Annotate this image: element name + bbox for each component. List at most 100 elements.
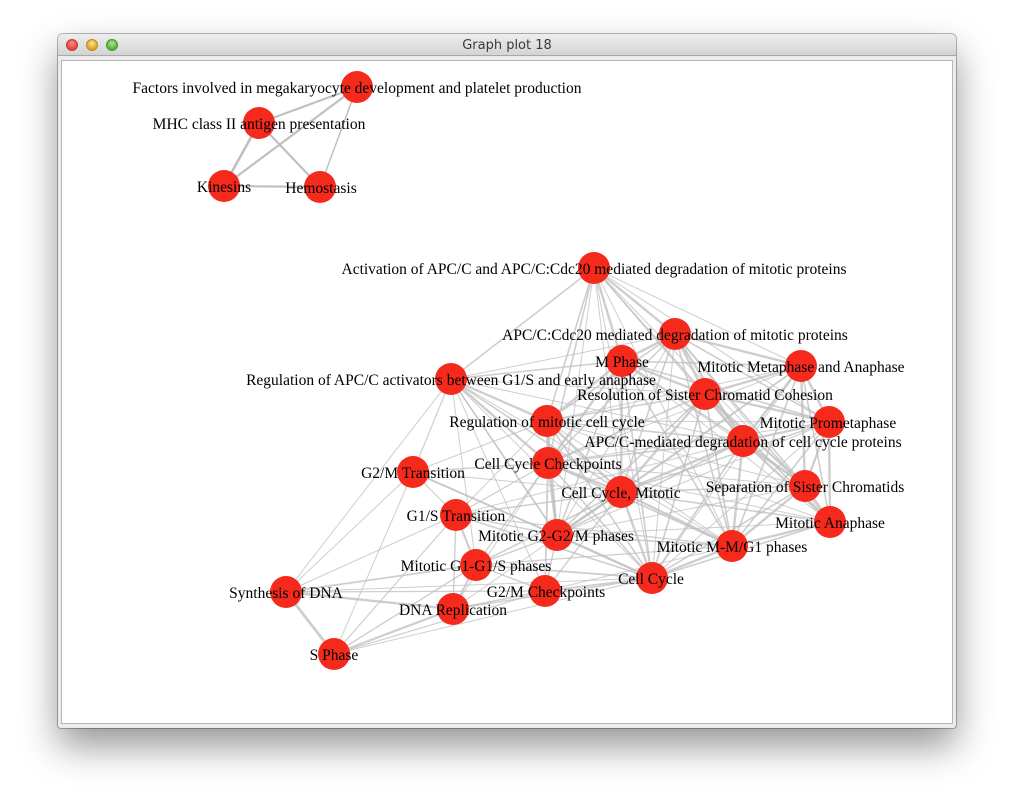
edge-apc_cdc20-separation [674, 333, 806, 487]
edge-g1s_transition-g2_g2m [455, 514, 558, 536]
edge-m_phase-cell_cycle [621, 360, 653, 579]
node-sister_cohesion[interactable] [689, 378, 721, 410]
edge-prometaphase-anaphase [827, 421, 832, 523]
edge-reg_mitotic-apc_mediated [546, 420, 744, 442]
edge-synthesis_dna-dna_replication [285, 590, 454, 611]
edge-metaphase_anaphase-sister_cohesion [704, 364, 802, 396]
node-cell_cycle[interactable] [636, 562, 668, 594]
edge-sister_cohesion-prometaphase [704, 392, 830, 424]
edge-checkpoints-anaphase [547, 462, 831, 523]
node-label-prometaphase: Mitotic Prometaphase [760, 415, 897, 432]
edge-reg_apc_activators-g2_g2m [450, 378, 558, 536]
edge-prometaphase-checkpoints [547, 421, 830, 464]
label-layer: Factors involved in megakaryocyte develo… [133, 80, 905, 664]
node-label-anaphase: Mitotic Anaphase [775, 515, 885, 532]
edge-reg_apc_activators-g1_g1s [450, 378, 477, 566]
node-reg_apc_activators[interactable] [435, 363, 467, 395]
edge-g1s_transition-reg_mitotic [455, 420, 548, 516]
node-g1s_transition[interactable] [440, 499, 472, 531]
edge-reg_apc_activators-g2m_checkpoints [450, 378, 546, 592]
node-kinesins[interactable] [208, 170, 240, 202]
edge-synthesis_dna-reg_apc_activators [285, 378, 452, 593]
edge-sister_cohesion-cc_mitotic [620, 393, 706, 493]
node-megakaryocyte[interactable] [341, 71, 373, 103]
node-label-checkpoints: Cell Cycle Checkpoints [474, 456, 621, 473]
node-label-dna_replication: DNA Replication [399, 602, 507, 619]
node-label-apc_activation: Activation of APC/C and APC/C:Cdc20 medi… [342, 261, 847, 278]
zoom-window-button[interactable] [106, 39, 118, 51]
edge-g1s_transition-cc_mitotic [455, 491, 622, 516]
node-apc_activation[interactable] [578, 252, 610, 284]
edge-prometaphase-cc_mitotic [620, 421, 830, 493]
node-s_phase[interactable] [318, 638, 350, 670]
edge-apc_mediated-checkpoints [547, 440, 744, 464]
edge-s_phase-g2m_transition [333, 471, 414, 655]
node-label-apc_mediated: APC/C-mediated degradation of cell cycle… [584, 434, 901, 451]
node-label-sister_cohesion: Resolution of Sister Chromatid Cohesion [577, 387, 833, 404]
node-label-m_m_g1: Mitotic M-M/G1 phases [657, 539, 808, 556]
node-g1_g1s[interactable] [460, 549, 492, 581]
edge-m_phase-reg_apc_activators [450, 360, 623, 380]
node-g2_g2m[interactable] [541, 519, 573, 551]
title-bar[interactable]: Graph plot 18 [58, 34, 956, 56]
node-label-g2m_checkpoints: G2/M Checkpoints [487, 584, 605, 601]
window-title: Graph plot 18 [462, 38, 552, 53]
edge-g1_g1s-checkpoints [475, 462, 549, 566]
node-dna_replication[interactable] [437, 593, 469, 625]
edge-m_phase-checkpoints [547, 360, 623, 464]
node-label-reg_apc_activators: Regulation of APC/C activators between G… [246, 372, 656, 389]
edge-g2m_transition-checkpoints [412, 462, 549, 473]
node-metaphase_anaphase[interactable] [785, 350, 817, 382]
edge-g1_g1s-s_phase [333, 564, 477, 655]
edge-dna_replication-cc_mitotic [452, 491, 622, 610]
edge-g1s_transition-synthesis_dna [285, 514, 457, 593]
edge-g2m_checkpoints-cell_cycle [544, 577, 653, 592]
edge-metaphase_anaphase-reg_mitotic [546, 365, 802, 422]
node-hemostasis[interactable] [304, 171, 336, 203]
node-label-metaphase_anaphase: Mitotic Metaphase and Anaphase [697, 359, 904, 376]
node-separation[interactable] [789, 470, 821, 502]
edge-m_phase-prometaphase [621, 360, 830, 423]
edge-reg_mitotic-cell_cycle [546, 420, 653, 579]
edge-apc_mediated-anaphase [742, 440, 831, 523]
minimize-window-button[interactable] [86, 39, 98, 51]
edge-synthesis_dna-g2m_checkpoints [285, 590, 546, 593]
edge-sister_cohesion-m_m_g1 [704, 393, 733, 547]
edge-reg_mitotic-separation [546, 420, 806, 487]
node-apc_cdc20[interactable] [659, 318, 691, 350]
node-label-g1_g1s: Mitotic G1-G1/S phases [401, 558, 552, 575]
node-label-mhc2: MHC class II antigen presentation [153, 116, 366, 133]
edge-g1s_transition-m_m_g1 [455, 514, 733, 547]
edge-sister_cohesion-reg_mitotic [546, 393, 706, 422]
node-cc_mitotic[interactable] [605, 476, 637, 508]
edge-synthesis_dna-g2m_transition [285, 471, 414, 593]
edge-prometaphase-cell_cycle [651, 421, 830, 579]
edge-s_phase-g2m_checkpoints [333, 590, 546, 655]
edge-kinesins-hemostasis [223, 184, 321, 189]
node-m_phase[interactable] [606, 345, 638, 377]
node-reg_mitotic[interactable] [531, 405, 563, 437]
node-m_m_g1[interactable] [716, 530, 748, 562]
node-label-hemostasis: Hemostasis [285, 180, 356, 197]
node-apc_mediated[interactable] [727, 425, 759, 457]
edge-separation-g2_g2m [556, 485, 806, 536]
close-window-button[interactable] [66, 39, 78, 51]
edge-anaphase-g2_g2m [556, 521, 831, 536]
edge-apc_activation-reg_apc_activators [450, 267, 595, 380]
node-prometaphase[interactable] [813, 406, 845, 438]
node-anaphase[interactable] [814, 506, 846, 538]
node-g2m_transition[interactable] [397, 456, 429, 488]
node-g2m_checkpoints[interactable] [529, 575, 561, 607]
edge-megakaryocyte-mhc2 [258, 85, 358, 125]
node-synthesis_dna[interactable] [270, 576, 302, 608]
edge-megakaryocyte-kinesins [223, 86, 358, 187]
edge-apc_activation-reg_mitotic [546, 267, 595, 422]
edge-reg_apc_activators-reg_mitotic [450, 377, 548, 423]
edge-reg_apc_activators-checkpoints [450, 378, 549, 464]
network-graph: Factors involved in megakaryocyte develo… [133, 71, 905, 670]
edge-m_phase-reg_mitotic [546, 360, 623, 422]
edge-checkpoints-separation [547, 462, 806, 487]
node-label-cell_cycle: Cell Cycle [618, 571, 684, 588]
node-mhc2[interactable] [243, 107, 275, 139]
node-checkpoints[interactable] [532, 447, 564, 479]
